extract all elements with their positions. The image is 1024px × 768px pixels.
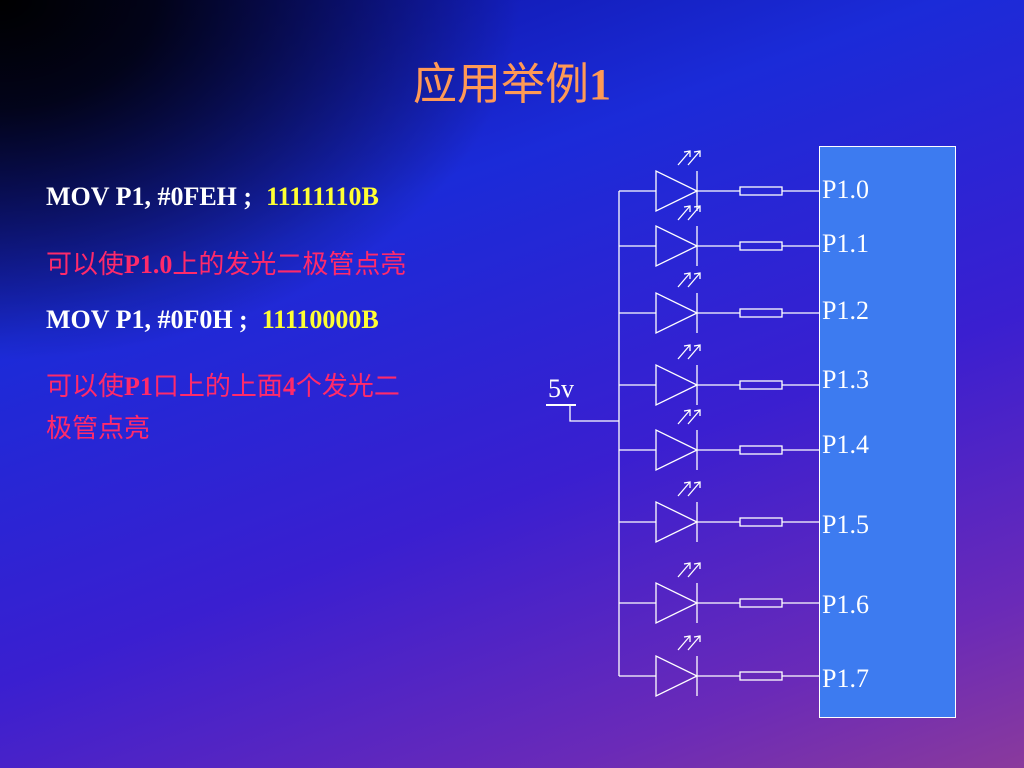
light-arrowhead-4-0 bbox=[683, 409, 691, 416]
light-arrowhead-1-1 bbox=[693, 205, 701, 212]
light-ray-7-0 bbox=[677, 635, 691, 651]
light-ray-7-1 bbox=[687, 635, 701, 651]
led-diode-7 bbox=[655, 654, 699, 698]
title-text: 应用举例 bbox=[413, 60, 589, 109]
desc2-pre: 可以使 bbox=[46, 372, 125, 402]
light-ray-6-0 bbox=[677, 562, 691, 578]
port-label-4: P1.4 bbox=[822, 430, 869, 459]
resistor-2 bbox=[739, 308, 783, 318]
led-diode-4 bbox=[655, 428, 699, 472]
light-arrowhead-5-1 bbox=[693, 481, 701, 488]
light-arrowhead-3-1 bbox=[693, 344, 701, 351]
light-ray-5-1 bbox=[687, 481, 701, 497]
resistor-3 bbox=[739, 380, 783, 390]
light-arrowhead-6-0 bbox=[683, 562, 691, 569]
light-arrowhead-2-0 bbox=[683, 272, 691, 279]
light-ray-4-0 bbox=[677, 409, 691, 425]
led-diode-6 bbox=[655, 581, 699, 625]
voltage-label: 5v bbox=[546, 374, 576, 406]
light-ray-0-1 bbox=[687, 150, 701, 166]
resistor-6 bbox=[739, 598, 783, 608]
title-number: 1 bbox=[589, 60, 611, 109]
light-arrowhead-0-1 bbox=[693, 150, 701, 157]
port-label-0: P1.0 bbox=[822, 175, 869, 204]
light-ray-0-0 bbox=[677, 150, 691, 166]
slide-title: 应用举例1 bbox=[0, 48, 1024, 112]
light-arrowhead-0-0 bbox=[683, 150, 691, 157]
binary-value-2: 11110000B bbox=[261, 305, 379, 334]
light-ray-6-1 bbox=[687, 562, 701, 578]
light-arrowhead-6-1 bbox=[693, 562, 701, 569]
light-arrowhead-7-0 bbox=[683, 635, 691, 642]
resistor-1 bbox=[739, 241, 783, 251]
led-diode-0 bbox=[655, 169, 699, 213]
desc2-port: P1 bbox=[124, 372, 153, 401]
desc2-post: 个发光二 bbox=[295, 372, 400, 402]
light-ray-2-1 bbox=[687, 272, 701, 288]
description-line-2: 可以使P1口上的上面4个发光二 bbox=[46, 366, 400, 403]
light-ray-3-0 bbox=[677, 344, 691, 360]
light-ray-3-1 bbox=[687, 344, 701, 360]
desc1-port: P1.0 bbox=[124, 250, 173, 279]
light-ray-5-0 bbox=[677, 481, 691, 497]
light-arrowhead-2-1 bbox=[693, 272, 701, 279]
resistor-7 bbox=[739, 671, 783, 681]
desc2-mid: 口上的上面 bbox=[152, 372, 283, 402]
port-label-2: P1.2 bbox=[822, 296, 869, 325]
code-instruction-2: MOV P1, #0F0H ; bbox=[46, 305, 248, 334]
description-line-1: 可以使P1.0上的发光二极管点亮 bbox=[46, 244, 406, 281]
resistor-0 bbox=[739, 186, 783, 196]
desc1-pre: 可以使 bbox=[46, 250, 125, 280]
light-arrowhead-3-0 bbox=[683, 344, 691, 351]
port-label-3: P1.3 bbox=[822, 365, 869, 394]
port-label-1: P1.1 bbox=[822, 229, 869, 258]
port-label-7: P1.7 bbox=[822, 664, 869, 693]
light-ray-2-0 bbox=[677, 272, 691, 288]
led-diode-2 bbox=[655, 291, 699, 335]
resistor-4 bbox=[739, 445, 783, 455]
desc1-post: 上的发光二极管点亮 bbox=[172, 250, 407, 280]
port-label-6: P1.6 bbox=[822, 590, 869, 619]
description-line-3: 极管点亮 bbox=[46, 408, 150, 445]
light-arrowhead-1-0 bbox=[683, 205, 691, 212]
light-arrowhead-7-1 bbox=[693, 635, 701, 642]
code-instruction-1: MOV P1, #0FEH ; bbox=[46, 182, 253, 211]
led-diode-1 bbox=[655, 224, 699, 268]
port-label-5: P1.5 bbox=[822, 510, 869, 539]
code-line-1: MOV P1, #0FEH ; 11111110B bbox=[46, 182, 379, 212]
light-arrowhead-5-0 bbox=[683, 481, 691, 488]
desc3-text: 极管点亮 bbox=[46, 414, 151, 444]
supply-wire bbox=[569, 404, 619, 422]
light-ray-1-1 bbox=[687, 205, 701, 221]
light-ray-4-1 bbox=[687, 409, 701, 425]
binary-value-1: 11111110B bbox=[266, 182, 379, 211]
led-diode-5 bbox=[655, 500, 699, 544]
p1-port-box bbox=[819, 146, 956, 718]
light-arrowhead-4-1 bbox=[693, 409, 701, 416]
desc2-num: 4 bbox=[282, 372, 296, 401]
resistor-5 bbox=[739, 517, 783, 527]
light-ray-1-0 bbox=[677, 205, 691, 221]
led-diode-3 bbox=[655, 363, 699, 407]
code-line-2: MOV P1, #0F0H ; 11110000B bbox=[46, 305, 379, 335]
